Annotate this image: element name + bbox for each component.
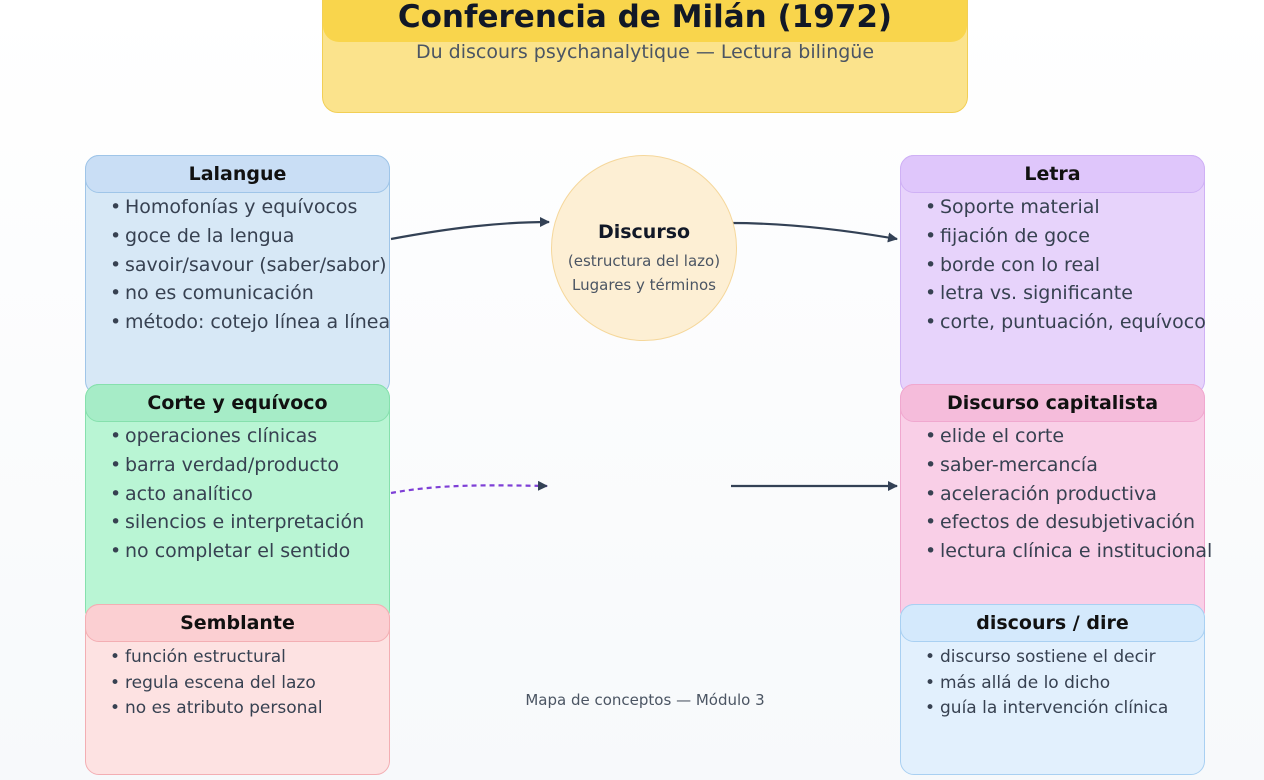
center-node-subtitle: (estructura del lazo) (567, 252, 721, 270)
list-item: goce de la lengua (110, 222, 390, 251)
list-item: lectura clínica e institucional (925, 537, 1212, 566)
list-item: elide el corte (925, 422, 1212, 451)
list-item: función estructural (110, 645, 323, 671)
list-item: efectos de desubjetivación (925, 508, 1212, 537)
list-item: Soporte material (925, 193, 1206, 222)
list-item: método: cotejo línea a línea (110, 308, 390, 337)
list-item: acto analítico (110, 480, 364, 509)
list-item: Homofonías y equívocos (110, 193, 390, 222)
card-semblante-list: función estructural regula escena del la… (110, 645, 323, 722)
diagram-caption: Mapa de conceptos — Módulo 3 (525, 691, 765, 709)
list-item: letra vs. significante (925, 279, 1206, 308)
card-corte: Corte y equívoco operaciones clínicas ba… (85, 384, 390, 624)
center-node-discurso: Discurso (estructura del lazo) Lugares y… (551, 155, 737, 341)
page-title: Conferencia de Milán (1972) (397, 0, 893, 35)
list-item: regula escena del lazo (110, 671, 323, 697)
list-item: silencios e interpretación (110, 508, 364, 537)
list-item: discurso sostiene el decir (925, 645, 1168, 671)
arrow-corte-dashed (390, 480, 548, 495)
card-capitalista: Discurso capitalista elide el corte sabe… (900, 384, 1212, 624)
list-item: operaciones clínicas (110, 422, 364, 451)
center-node-title: Discurso (597, 221, 691, 243)
list-item: no es atributo personal (110, 696, 323, 722)
list-item: no completar el sentido (110, 537, 364, 566)
card-dire: discours / dire discurso sostiene el dec… (900, 604, 1205, 775)
title-banner: Conferencia de Milán (1972) Du discours … (322, 0, 968, 113)
list-item: guía la intervención clínica (925, 696, 1168, 722)
card-dire-title: discours / dire (900, 604, 1205, 642)
card-lalangue-list: Homofonías y equívocos goce de la lengua… (110, 193, 390, 337)
card-capitalista-title: Discurso capitalista (900, 384, 1205, 422)
card-lalangue-title: Lalangue (85, 155, 390, 193)
list-item: fijación de goce (925, 222, 1206, 251)
list-item: borde con lo real (925, 251, 1206, 280)
card-corte-list: operaciones clínicas barra verdad/produc… (110, 422, 364, 566)
title-bar (323, 0, 967, 42)
list-item: más allá de lo dicho (925, 671, 1168, 697)
list-item: barra verdad/producto (110, 451, 364, 480)
list-item: aceleración productiva (925, 480, 1212, 509)
card-letra: Letra Soporte material fijación de goce … (900, 155, 1206, 395)
center-node-subtitle: Lugares y términos (572, 276, 716, 294)
card-corte-title: Corte y equívoco (85, 384, 390, 422)
list-item: no es comunicación (110, 279, 390, 308)
card-letra-list: Soporte material fijación de goce borde … (925, 193, 1206, 337)
card-dire-list: discurso sostiene el decir más allá de l… (925, 645, 1168, 722)
card-lalangue: Lalangue Homofonías y equívocos goce de … (85, 155, 390, 395)
card-capitalista-list: elide el corte saber-mercancía aceleraci… (925, 422, 1212, 566)
card-letra-title: Letra (900, 155, 1205, 193)
arrow-discurso-to-letra (730, 221, 898, 243)
list-item: corte, puntuación, equívoco (925, 308, 1206, 337)
card-semblante-title: Semblante (85, 604, 390, 642)
list-item: savoir/savour (saber/sabor) (110, 251, 390, 280)
list-item: saber-mercancía (925, 451, 1212, 480)
card-semblante: Semblante función estructural regula esc… (85, 604, 390, 775)
arrow-lalangue-to-discurso (390, 217, 550, 241)
page-subtitle: Du discours psychanalytique — Lectura bi… (415, 41, 875, 63)
